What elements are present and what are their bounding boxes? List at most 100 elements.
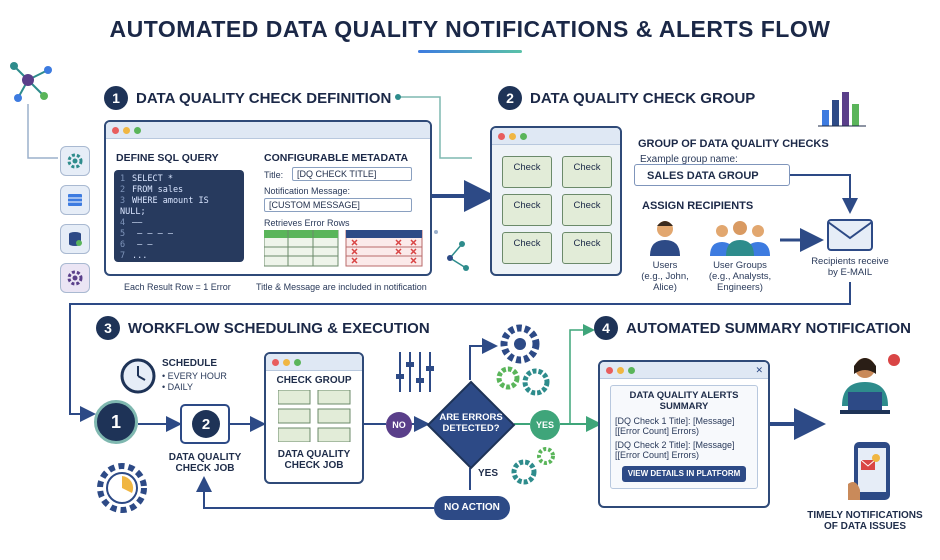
title-underline	[418, 50, 522, 53]
code-text: — — — —	[132, 229, 173, 239]
no-badge: NO	[386, 412, 412, 438]
schedule-item-daily: • DAILY	[162, 382, 193, 392]
check-card: Check	[502, 232, 552, 264]
code-line: 7...	[120, 251, 238, 262]
job-label: DATA QUALITY CHECK JOB	[168, 452, 242, 474]
code-line: 4 ——	[120, 218, 238, 229]
check-docs-icon	[277, 389, 351, 443]
check-card: Check	[562, 156, 612, 188]
user-icon	[650, 221, 680, 256]
title-label: Title:	[264, 170, 284, 180]
group-heading: GROUP OF DATA QUALITY CHECKS	[638, 138, 829, 150]
email-icon	[827, 219, 873, 251]
summary-heading: DATA QUALITY ALERTS SUMMARY	[629, 390, 739, 412]
person-laptop-icon	[840, 354, 900, 414]
step4-header: 4 AUTOMATED SUMMARY NOTIFICATION	[594, 316, 911, 340]
code-text: FROM sales	[132, 185, 184, 195]
users-label: Users (e.g., John, Alice)	[641, 260, 689, 293]
schedule-heading: SCHEDULE	[162, 358, 218, 369]
code-text: ...	[132, 251, 148, 261]
decision-label: ARE ERRORS DETECTED?	[439, 412, 503, 434]
title-field[interactable]: [DQ CHECK TITLE]	[292, 167, 412, 181]
summary-entry-2: [DQ Check 2 Title]: [Message] [[Error Co…	[615, 440, 735, 460]
step1-number: 1	[104, 86, 128, 110]
sql-heading: DEFINE SQL QUERY	[116, 152, 219, 164]
step2-label: DATA QUALITY CHECK GROUP	[530, 89, 756, 107]
view-details-button[interactable]: VIEW DETAILS IN PLATFORM	[622, 466, 746, 482]
phone-notification-icon	[848, 442, 890, 500]
connector-nodes-icon	[434, 230, 469, 271]
line-number: 2	[120, 185, 126, 195]
job-step-2: 2	[192, 410, 220, 438]
assign-heading: ASSIGN RECIPIENTS	[642, 200, 754, 212]
error-rows-tables	[264, 230, 423, 267]
step2-header: 2 DATA QUALITY CHECK GROUP	[498, 86, 755, 110]
bar-chart-icon	[818, 92, 866, 127]
caption-each-row: Each Result Row = 1 Error	[124, 282, 231, 292]
step3-header: 3 WORKFLOW SCHEDULING & EXECUTION	[96, 316, 430, 340]
check-group-caption: DATA QUALITY CHECK JOB	[277, 449, 351, 471]
code-line: 6 — —	[120, 240, 238, 251]
gears-icon	[496, 324, 550, 396]
schedule-item-hourly: • EVERY HOUR	[162, 371, 227, 381]
job-step-2-box: 2	[180, 404, 230, 444]
settings-icon	[60, 263, 90, 293]
check-card: Check	[562, 232, 612, 264]
window-titlebar	[492, 128, 620, 145]
window-titlebar: ✕	[600, 362, 768, 379]
step3-number: 3	[96, 316, 120, 340]
check-card: Check	[502, 194, 552, 226]
gear-icon	[60, 146, 90, 176]
network-icon	[10, 62, 52, 102]
check-group-window: CHECK GROUP DATA QUALITY CHECK JOB	[264, 352, 364, 484]
example-label: Example group name:	[640, 154, 738, 165]
job-step-1: 1	[94, 400, 138, 444]
window-titlebar	[266, 354, 362, 371]
code-line: 5 — — — —	[120, 229, 238, 240]
group-name-field[interactable]: SALES DATA GROUP	[634, 164, 790, 186]
line-number: 6	[120, 240, 126, 250]
summary-window: ✕ DATA QUALITY ALERTS SUMMARY [DQ Check …	[598, 360, 770, 508]
line-number: 3	[120, 196, 126, 206]
sliders-icon	[396, 352, 434, 392]
decision-diamond	[426, 380, 516, 470]
summary-entry-1: [DQ Check 1 Title]: [Message] [[Error Co…	[615, 416, 735, 436]
step3-label: WORKFLOW SCHEDULING & EXECUTION	[128, 319, 430, 337]
yes-label-down: YES	[478, 468, 499, 479]
code-text: — —	[132, 240, 153, 250]
database-icon	[60, 224, 90, 254]
code-text: WHERE amount IS NULL;	[120, 196, 209, 217]
line-number: 7	[120, 251, 126, 261]
metadata-heading: CONFIGURABLE METADATA	[264, 152, 409, 164]
code-text: ——	[132, 218, 143, 228]
close-icon[interactable]: ✕	[755, 364, 763, 375]
line-number: 4	[120, 218, 126, 228]
step2-number: 2	[498, 86, 522, 110]
yes-badge-right: YES	[530, 410, 560, 440]
step1-header: 1 DATA QUALITY CHECK DEFINITION	[104, 86, 391, 110]
caption-title-message: Title & Message are included in notifica…	[256, 282, 427, 292]
email-label: Recipients receive by E-MAIL	[811, 256, 889, 278]
check-card: Check	[502, 156, 552, 188]
window-titlebar	[106, 122, 430, 139]
line-number: 5	[120, 229, 126, 239]
user-groups-label: User Groups (e.g., Analysts, Engineers)	[708, 260, 772, 293]
error-rows-label: Retrieves Error Rows	[264, 218, 350, 228]
page-title: AUTOMATED DATA QUALITY NOTIFICATIONS & A…	[109, 16, 831, 42]
gears-small-icon	[511, 447, 555, 485]
check-card: Check	[562, 194, 612, 226]
step1-label: DATA QUALITY CHECK DEFINITION	[136, 89, 392, 107]
user-group-icon	[710, 221, 770, 256]
check-group-heading: CHECK GROUP	[276, 375, 352, 386]
left-icon-column	[60, 146, 90, 293]
step4-label: AUTOMATED SUMMARY NOTIFICATION	[626, 319, 911, 337]
no-action-pill: NO ACTION	[434, 496, 510, 520]
gear-clock-icon	[97, 463, 147, 513]
message-field[interactable]: [CUSTOM MESSAGE]	[264, 198, 412, 212]
